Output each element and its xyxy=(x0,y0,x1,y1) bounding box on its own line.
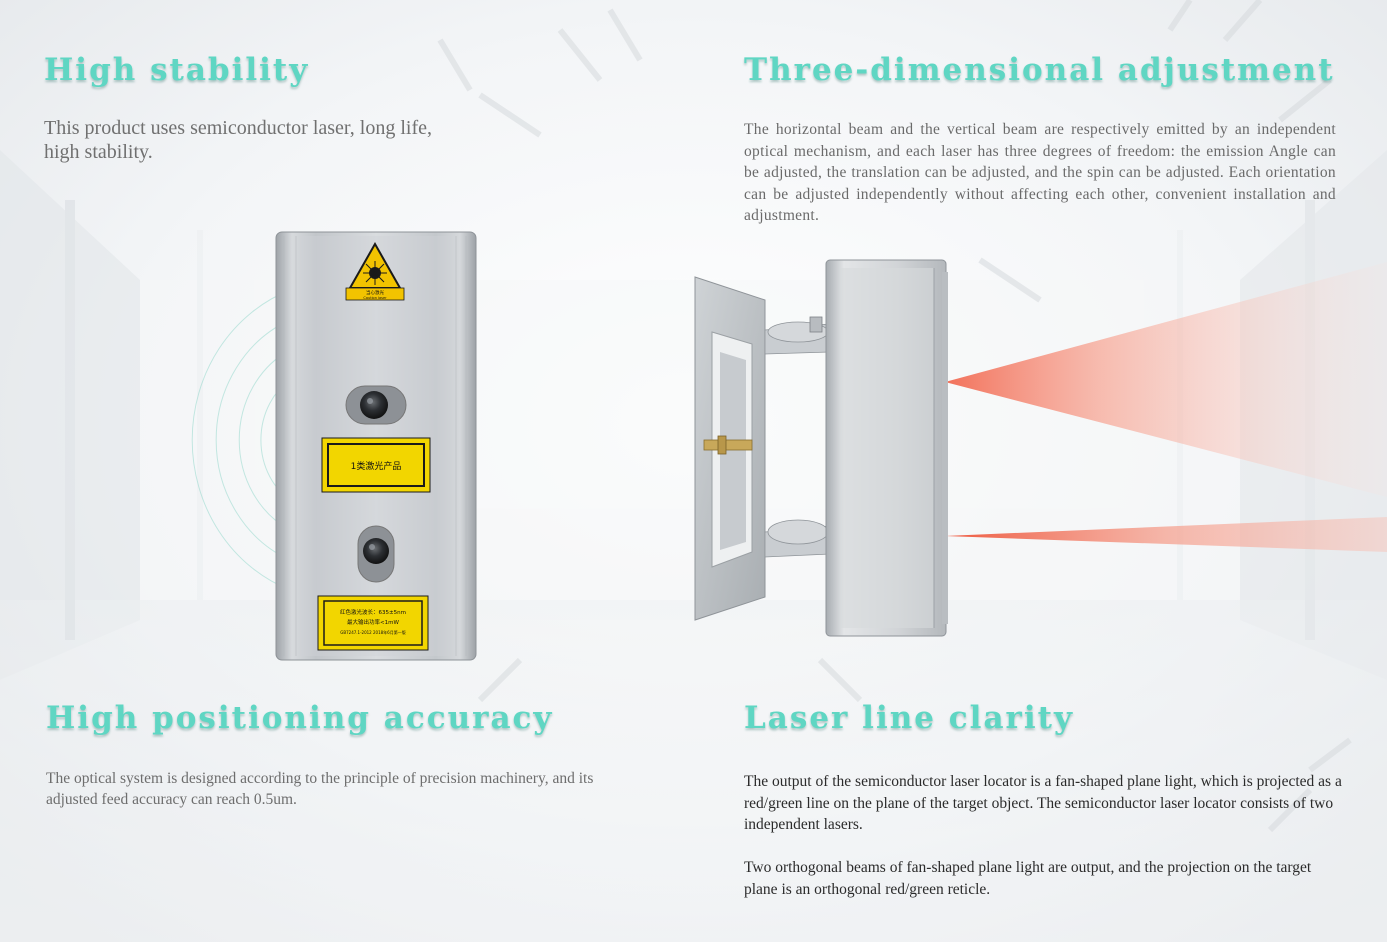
text-three-dimensional-adjustment: The horizontal beam and the vertical bea… xyxy=(744,121,1336,224)
title-high-stability: High stability xyxy=(44,52,310,88)
radial-ticks xyxy=(437,0,1352,833)
laser-beam-vertical xyxy=(945,517,1387,552)
text-laser-line-clarity-1: The output of the semiconductor laser lo… xyxy=(744,773,1342,833)
laser-device-side-image xyxy=(694,259,1387,637)
spec-line-1: 红色激光波长：635±5nm xyxy=(340,608,406,616)
class-label-text: 1类激光产品 xyxy=(351,460,402,472)
text-high-stability: This product uses semiconductor laser, l… xyxy=(44,117,432,163)
class-label xyxy=(321,437,431,493)
adjustment-screw xyxy=(703,435,753,455)
text-laser-line-clarity-2: Two orthogonal beams of fan-shaped plane… xyxy=(744,859,1312,898)
warning-label-cn: 当心激光 xyxy=(366,289,384,296)
text-high-positioning-accuracy: The optical system is designed according… xyxy=(46,770,594,808)
lens-top xyxy=(360,391,388,419)
spec-line-3: GB7247.1-2012 2018年6月第一版 xyxy=(340,629,405,635)
lens-bottom xyxy=(363,538,389,564)
spec-line-2: 最大输出功率<1mW xyxy=(347,618,399,626)
title-three-dimensional-adjustment: Three-dimensional adjustment xyxy=(744,52,1335,88)
laser-device-front-image: 当心激光 Caution laser 1类激光产品 红色激光波长：635±5nm… xyxy=(275,231,477,661)
title-laser-line-clarity: Laser line clarity xyxy=(744,700,1074,736)
title-high-positioning-accuracy: High positioning accuracy xyxy=(46,700,554,736)
laser-warning-icon: 当心激光 Caution laser xyxy=(345,241,405,301)
laser-beam-horizontal xyxy=(945,262,1387,497)
warning-label-en: Caution laser xyxy=(363,296,387,300)
spec-label xyxy=(317,595,429,651)
